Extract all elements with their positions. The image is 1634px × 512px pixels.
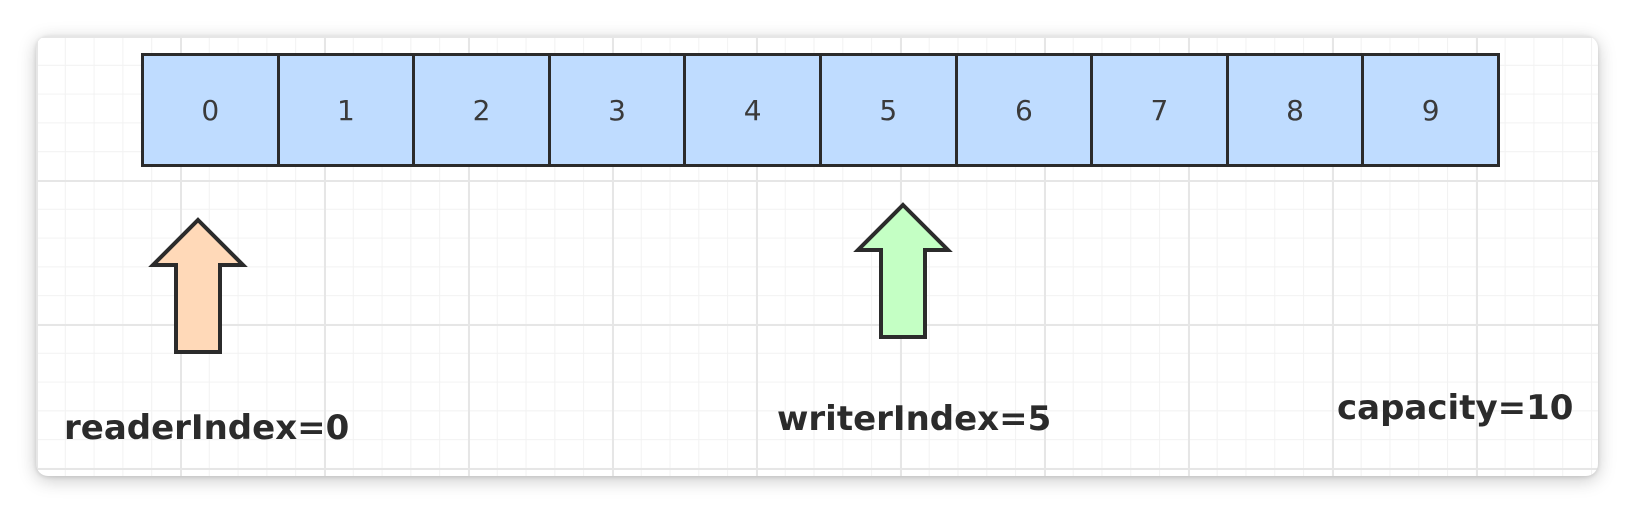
buffer-cell: 5: [818, 53, 958, 167]
buffer-cell: 7: [1090, 53, 1229, 167]
diagram-canvas: 0 1 2 3 4 5 6 7 8 9 readerIndex=0 writer…: [36, 36, 1598, 476]
buffer-cell: 0: [141, 53, 280, 167]
buffer-cell: 8: [1225, 53, 1365, 167]
reader-index-label: readerIndex=0: [64, 408, 350, 448]
buffer-cell: 3: [547, 53, 687, 167]
buffer-cell: 4: [683, 53, 822, 167]
buffer-cells: 0 1 2 3 4 5 6 7 8 9: [141, 53, 1500, 167]
writer-index-arrow-icon: [853, 202, 953, 339]
buffer-cell: 6: [954, 53, 1094, 167]
reader-index-arrow-icon: [148, 217, 248, 354]
buffer-cell: 2: [412, 53, 551, 167]
buffer-cell: 1: [276, 53, 416, 167]
capacity-label: capacity=10: [1337, 388, 1574, 428]
writer-index-label: writerIndex=5: [777, 399, 1052, 439]
buffer-cell: 9: [1361, 53, 1500, 167]
